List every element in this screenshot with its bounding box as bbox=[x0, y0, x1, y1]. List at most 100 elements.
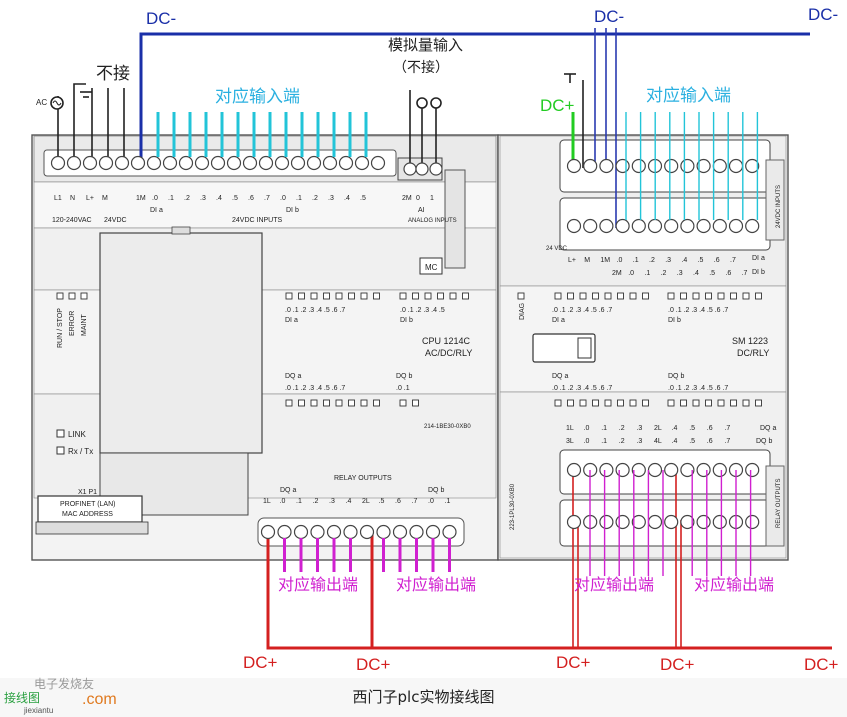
wiring-canvas: L1NL+M1M.0.1.2.3.4.5.6.7.0.1.2.3.4.52M01… bbox=[31, 5, 839, 674]
cpu-top-label-1: N bbox=[70, 195, 75, 202]
sm-di-b-led-6 bbox=[742, 292, 750, 300]
sm-out-label1-2: .1 bbox=[601, 425, 607, 432]
sm-out-label2-6: .4 bbox=[672, 438, 678, 445]
sm-supply-label: 24 VDC bbox=[546, 246, 568, 252]
sm-input-terminal-row1-7 bbox=[680, 158, 695, 174]
cpu-bottom-dq-b: DQ b bbox=[428, 487, 444, 494]
sm-out-label2-8: .6 bbox=[707, 438, 713, 445]
cpu-di-b-led-3 bbox=[437, 292, 444, 300]
sm-top-label2-3: .2 bbox=[661, 270, 667, 277]
cpu-analog-inputs-label: ANALOG INPUTS bbox=[408, 218, 457, 224]
cpu-di-a-led-4 bbox=[335, 292, 343, 300]
sm-output-label-2: 对应输出端 bbox=[694, 575, 774, 594]
sm-dq-b-led-4 bbox=[717, 399, 725, 407]
cpu-bottom-terminal-7 bbox=[376, 524, 391, 540]
cpu-di-a-led-5 bbox=[348, 292, 355, 300]
dc-plus-label-green: DC+ bbox=[540, 96, 575, 115]
sm-input-terminal-row2-5 bbox=[647, 218, 663, 234]
cpu-bottom-terminal-10 bbox=[425, 524, 441, 540]
cpu-top-terminal-7 bbox=[162, 155, 178, 171]
cpu-top-terminal-3 bbox=[98, 155, 114, 171]
cpu-di-a-led-0 bbox=[285, 292, 293, 300]
cpu-bottom-terminal-8 bbox=[392, 524, 408, 540]
sm-out-label2-0: 3L bbox=[566, 438, 574, 445]
sm-di-b-led-3 bbox=[705, 292, 712, 300]
cpu-dib-label: DI b bbox=[286, 207, 299, 214]
cpu-dq-a-led-0 bbox=[285, 399, 293, 407]
cpu-top-terminal-12 bbox=[242, 155, 258, 171]
cpu-top-terminal-1 bbox=[66, 155, 82, 171]
sm-top-label-4: .1 bbox=[633, 257, 639, 264]
sm-dq-a-led-4 bbox=[604, 399, 612, 407]
dc-plus-label-5: DC+ bbox=[804, 655, 839, 674]
cpu-bottom-label-6: 2L bbox=[362, 498, 370, 505]
sm-out-label1-8: .6 bbox=[707, 425, 713, 432]
cpu-di-a-led-2 bbox=[310, 292, 318, 300]
cpu-top-terminal-15 bbox=[290, 155, 306, 171]
sm-input-terminal-row2-1 bbox=[583, 218, 598, 234]
cpu-di-b-led-1 bbox=[412, 292, 419, 300]
watermark-brand: 电子发烧友 bbox=[34, 676, 94, 691]
sm-out-label2-9: .7 bbox=[724, 438, 730, 445]
cpu-dq-a-led-3 bbox=[323, 399, 330, 407]
cpu-top-terminal-13 bbox=[258, 155, 274, 171]
cpu-supply-label: 120-240VAC bbox=[52, 217, 92, 224]
cpu-di-b-bits: .0 .1 .2 .3 .4 .5 bbox=[400, 307, 445, 314]
cpu-ai-label: AI bbox=[418, 207, 425, 214]
cpu-input-label-11: .2 bbox=[312, 195, 318, 202]
cpu-di-a-led-7 bbox=[373, 292, 380, 300]
sm-top-label-7: .4 bbox=[681, 257, 687, 264]
sm-input-terminal-row2-6 bbox=[664, 218, 679, 234]
power-wires bbox=[50, 73, 576, 168]
sm-input-terminal-row1-0 bbox=[566, 158, 582, 174]
sm-dq-b-led-7 bbox=[755, 399, 762, 407]
cpu-top-terminal-0 bbox=[50, 155, 66, 171]
cpu-port-label: X1 P1 bbox=[78, 489, 97, 496]
dc-minus-label-mid: DC- bbox=[594, 7, 624, 26]
link-led bbox=[56, 429, 65, 438]
cpu-top-label-0: L1 bbox=[54, 195, 62, 202]
sm-top-label-0: L+ bbox=[568, 257, 576, 264]
cpu-top-label-3: M bbox=[102, 195, 108, 202]
cpu-di-b-led-0 bbox=[399, 292, 407, 300]
sm-dq-a-led-0 bbox=[554, 399, 562, 407]
cpu-analog-label-0: 2M bbox=[402, 195, 412, 202]
cpu-output-label-1: 对应输出端 bbox=[278, 575, 358, 594]
cpu-relay-outputs-label: RELAY OUTPUTS bbox=[334, 475, 392, 482]
sm-top-label-5: .2 bbox=[649, 257, 655, 264]
sm-di-a-led-5 bbox=[617, 292, 624, 300]
sm-input-terminal-row2-3 bbox=[615, 218, 630, 234]
cpu-bottom-label-4: .3 bbox=[329, 498, 335, 505]
cpu-top-terminal-20 bbox=[370, 155, 386, 171]
watermark-domain: .com bbox=[82, 691, 117, 708]
sm-out-dqb: DQ b bbox=[756, 438, 772, 445]
cpu-bottom-terminal-2 bbox=[293, 524, 309, 540]
led-label-run-stop: RUN / STOP bbox=[57, 308, 64, 348]
cpu-bottom-label-10: .0 bbox=[428, 498, 434, 505]
cpu-di-a-label: DI a bbox=[285, 317, 298, 324]
dc-plus-label-2: DC+ bbox=[356, 655, 391, 674]
cpu-input-label-12: .3 bbox=[328, 195, 334, 202]
sm-diag-label: DIAG bbox=[519, 303, 526, 320]
analog-not-connected-label: （不接） bbox=[393, 59, 449, 76]
sm-top-label2-5: .4 bbox=[693, 270, 699, 277]
cpu-di-a-led-6 bbox=[360, 292, 368, 300]
cpu-dq-a-led-4 bbox=[335, 399, 343, 407]
dc-plus-label-3: DC+ bbox=[556, 653, 591, 672]
sm-input-terminal-row1-2 bbox=[599, 158, 614, 174]
sm-top-label-2: 1M bbox=[600, 257, 610, 264]
sm-output-terminal-row2-0 bbox=[566, 514, 582, 530]
cpu-di-b-led-4 bbox=[449, 292, 457, 300]
sm-part-number: 223-1PL30-0XB0 bbox=[510, 483, 516, 530]
watermark-site: jiexiantu bbox=[23, 706, 53, 715]
sm-out-label1-4: .3 bbox=[636, 425, 642, 432]
sm-output-terminal-row2-6 bbox=[664, 514, 679, 530]
analog-input-label: 模拟量输入 bbox=[388, 36, 463, 54]
cpu-top-terminal-11 bbox=[226, 155, 242, 171]
sm-out-label2-3: .2 bbox=[619, 438, 625, 445]
cpu-dq-a-led-5 bbox=[348, 399, 355, 407]
cpu-input-label-8: .7 bbox=[264, 195, 270, 202]
sm-top-label2-0: 2M bbox=[612, 270, 622, 277]
sm-di-b-label: DI b bbox=[668, 317, 681, 324]
dc-plus-label-4: DC+ bbox=[660, 655, 695, 674]
